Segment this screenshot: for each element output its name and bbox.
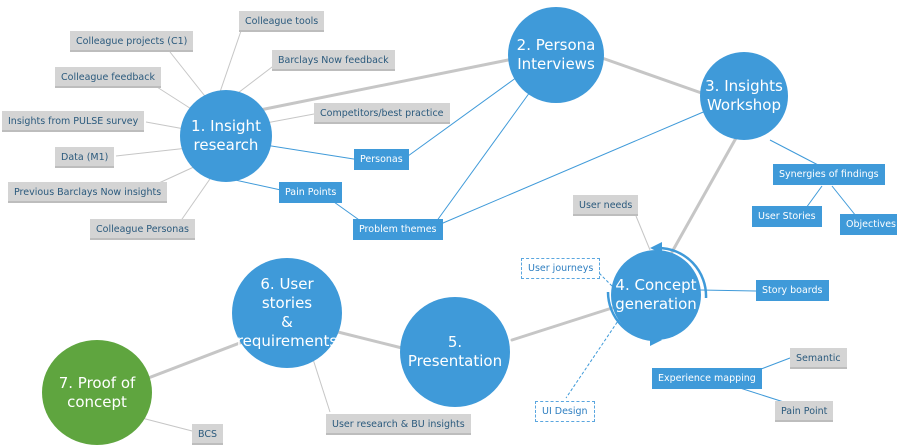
tag-colleague-tools: Colleague tools <box>239 11 325 32</box>
hub-insight-research: 1. Insight research <box>180 90 272 182</box>
connector-insight-data <box>115 147 189 157</box>
connector-workshop-problemthemes <box>435 109 709 227</box>
connector-persona-problemthemes <box>435 91 531 223</box>
hub-insights-workshop: 3. Insights Workshop <box>700 52 788 140</box>
tag-experience-mapping: Experience mapping <box>652 368 762 389</box>
connector-presentation-to-userstories <box>328 328 404 350</box>
connector-concept-userneeds <box>635 215 651 251</box>
hub-concept-generation: 4. Concept generation <box>611 250 701 340</box>
connector-insight-barclaysfeedback <box>233 63 277 97</box>
connector-insight-to-persona <box>248 56 520 114</box>
tag-pain-points: Pain Points <box>279 182 343 203</box>
tag-colleague-projects: Colleague projects (C1) <box>70 31 194 52</box>
connector-synergies-userstories <box>805 185 823 209</box>
connector-persona-to-workshop <box>600 56 712 98</box>
connector-concept-uidesign <box>565 317 621 399</box>
cycle-arrow-top <box>657 246 708 299</box>
connector-concept-storyboards <box>699 289 757 292</box>
connector-synergies-objectives <box>831 185 857 217</box>
tag-user-journeys: User journeys <box>521 258 601 279</box>
tag-semantic: Semantic <box>790 348 847 369</box>
tag-colleague-personas: Colleague Personas <box>90 219 196 240</box>
tag-personas: Personas <box>354 149 409 170</box>
tag-user-stories: User Stories <box>752 206 822 227</box>
tag-competitors: Competitors/best practice <box>314 103 450 124</box>
connector-userstories-research <box>311 355 331 413</box>
connector-workshop-synergies <box>769 139 821 167</box>
connector-concept-userjourneys <box>595 269 613 287</box>
hub-persona-interviews: 2. Persona Interviews <box>508 7 604 103</box>
tag-ui-design: UI Design <box>535 401 595 422</box>
tag-bcs: BCS <box>192 424 224 445</box>
tag-user-needs: User needs <box>573 195 639 216</box>
connector-workshop-to-concept <box>670 136 738 254</box>
connector-insight-personas-gray <box>179 175 213 223</box>
tag-story-boards: Story boards <box>756 280 829 301</box>
tag-colleague-feedback: Colleague feedback <box>55 67 161 88</box>
tag-previous-insights: Previous Barclays Now insights <box>8 182 168 203</box>
tag-data-m1: Data (M1) <box>55 147 115 168</box>
hub-user-stories-requirements: 6. User stories & requirements <box>232 258 342 368</box>
tag-barclays-now-feedback: Barclays Now feedback <box>272 50 395 71</box>
connector-persona-personas <box>407 71 525 157</box>
tag-objectives: Objectives <box>840 214 897 235</box>
connector-insight-colleaguetools <box>219 27 243 93</box>
tag-user-research-bu: User research & BU insights <box>326 414 471 435</box>
tag-pain-point: Pain Point <box>775 401 834 422</box>
connector-concept-to-presentation <box>510 306 614 342</box>
connector-painpoints-problemthemes <box>333 201 363 223</box>
tag-insights-pulse: Insights from PULSE survey <box>2 111 145 132</box>
connector-insight-colleagueprojects <box>169 51 209 101</box>
hub-presentation: 5. Presentation <box>400 297 510 407</box>
tag-problem-themes: Problem themes <box>353 219 443 240</box>
tag-synergies: Synergies of findings <box>773 164 885 185</box>
hub-proof-of-concept: 7. Proof of concept <box>42 340 152 445</box>
